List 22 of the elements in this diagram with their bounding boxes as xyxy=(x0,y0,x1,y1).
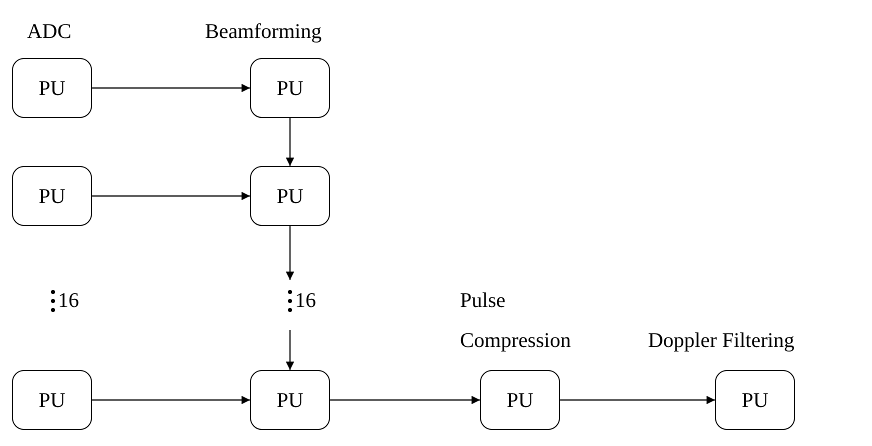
arrow xyxy=(286,226,294,280)
arrow xyxy=(286,330,294,370)
process-box: PU xyxy=(12,166,92,226)
process-box: PU xyxy=(250,370,330,430)
process-box: PU xyxy=(250,166,330,226)
arrow xyxy=(92,192,250,200)
arrow xyxy=(92,84,250,92)
count-label: 16 xyxy=(58,288,79,313)
arrow xyxy=(286,118,294,166)
arrow xyxy=(92,396,250,404)
process-box: PU xyxy=(250,58,330,118)
stage-heading: Pulse Compression xyxy=(460,287,572,354)
arrow xyxy=(330,396,480,404)
stage-heading: Beamforming xyxy=(205,18,322,45)
count-label: 16 xyxy=(295,288,316,313)
arrow xyxy=(560,396,715,404)
process-box: PU xyxy=(715,370,795,430)
stage-heading: ADC xyxy=(27,18,72,45)
stage-heading: Doppler Filtering xyxy=(648,327,794,354)
process-box: PU xyxy=(480,370,560,430)
process-box: PU xyxy=(12,370,92,430)
process-box: PU xyxy=(12,58,92,118)
